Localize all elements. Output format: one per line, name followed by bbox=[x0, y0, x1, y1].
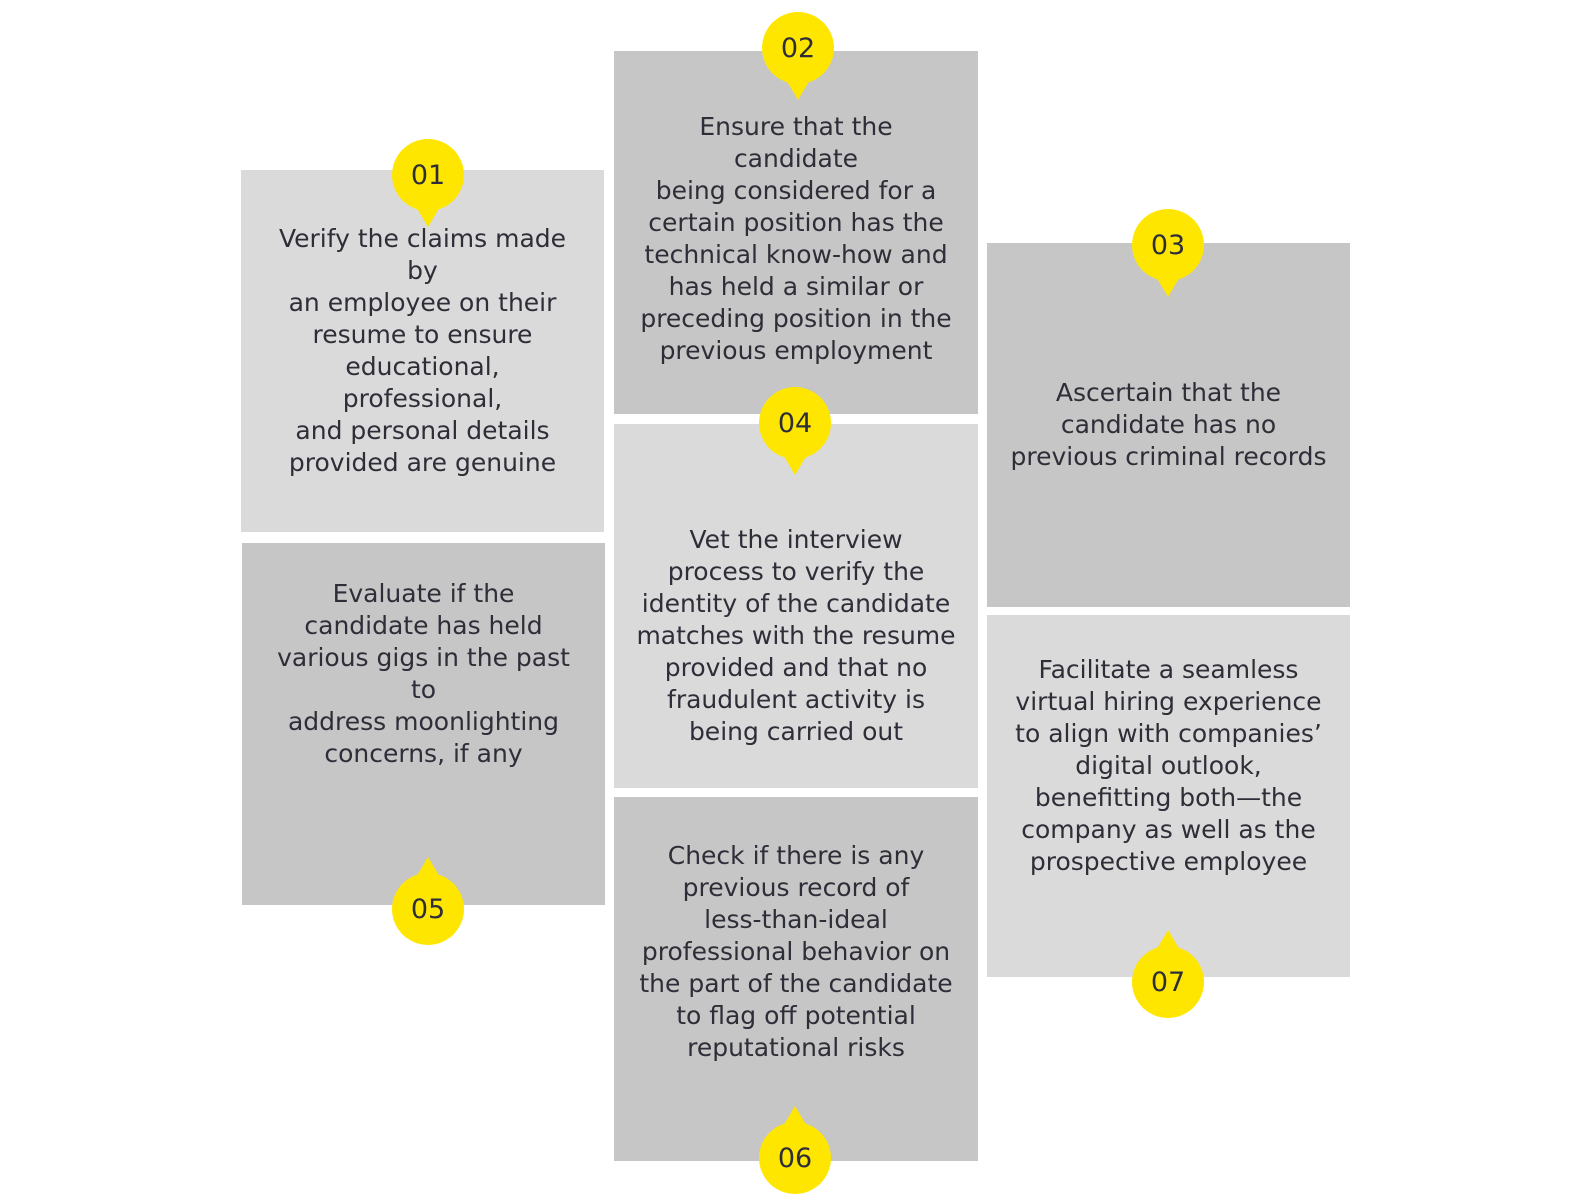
step-marker-01: 01 bbox=[392, 139, 464, 211]
step-text-02: Ensure that the candidate being consider… bbox=[640, 112, 952, 365]
step-card-04: Vet the interview process to verify the … bbox=[614, 424, 978, 788]
step-number-06: 06 bbox=[777, 1142, 813, 1174]
step-card-06: Check if there is any previous record of… bbox=[614, 797, 978, 1161]
step-number-04: 04 bbox=[777, 407, 813, 439]
step-marker-05: 05 bbox=[392, 873, 464, 945]
step-card-01: Verify the claims made by an employee on… bbox=[241, 170, 604, 532]
step-text-05: Evaluate if the candidate has held vario… bbox=[277, 579, 570, 768]
step-number-07: 07 bbox=[1150, 966, 1186, 998]
step-card-07: Facilitate a seamless virtual hiring exp… bbox=[987, 615, 1350, 977]
step-card-02: Ensure that the candidate being consider… bbox=[614, 51, 978, 414]
step-marker-06: 06 bbox=[759, 1122, 831, 1194]
step-marker-07: 07 bbox=[1132, 946, 1204, 1018]
step-number-03: 03 bbox=[1150, 229, 1186, 261]
step-card-03: Ascertain that the candidate has no prev… bbox=[987, 243, 1350, 607]
step-marker-04: 04 bbox=[759, 387, 831, 459]
step-marker-02: 02 bbox=[762, 12, 834, 84]
step-text-04: Vet the interview process to verify the … bbox=[636, 525, 956, 746]
step-text-06: Check if there is any previous record of… bbox=[639, 840, 953, 1062]
step-number-02: 02 bbox=[780, 32, 816, 64]
step-marker-03: 03 bbox=[1132, 209, 1204, 281]
step-text-03: Ascertain that the candidate has no prev… bbox=[1010, 378, 1327, 471]
step-text-07: Facilitate a seamless virtual hiring exp… bbox=[1015, 655, 1322, 876]
step-number-05: 05 bbox=[410, 893, 446, 925]
step-card-05: Evaluate if the candidate has held vario… bbox=[242, 543, 605, 905]
step-number-01: 01 bbox=[410, 159, 446, 191]
step-text-01: Verify the claims made by an employee on… bbox=[278, 224, 567, 477]
